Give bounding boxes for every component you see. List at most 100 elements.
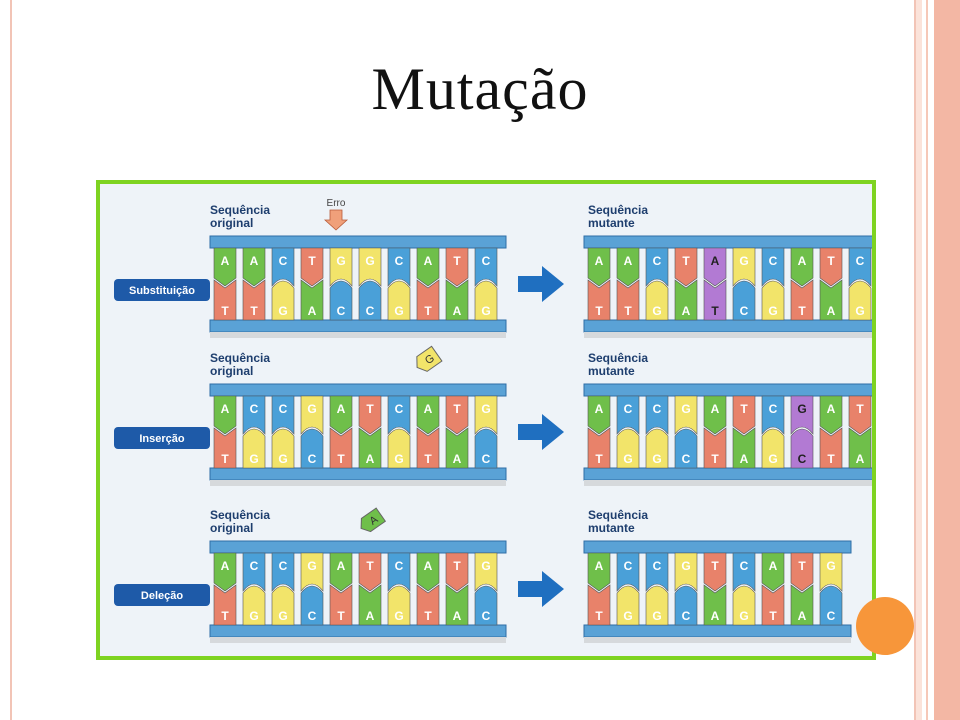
substituicao-original-backbone-bottom <box>209 319 507 333</box>
delecao-original-base-top-letter: A <box>221 559 230 573</box>
substituicao-mutant-base-bottom-letter: G <box>855 304 864 318</box>
insercao-mutant-base-bottom <box>645 428 669 469</box>
insercao-mutant-base-top <box>587 395 611 435</box>
substituicao-original-base-top <box>242 247 266 287</box>
delecao-row-label-box <box>114 584 210 606</box>
insercao-mutant-base-top <box>790 395 814 435</box>
delecao-mutant-base-top-letter: T <box>711 559 719 573</box>
mutation-diagram: SequênciaoriginalSequênciamutanteSubstit… <box>114 198 872 643</box>
delecao-mutant-base-top <box>587 552 611 592</box>
insercao-original-base-bottom <box>242 428 266 469</box>
insercao-mutant-base-bottom <box>587 427 611 469</box>
slide-title: Mutação <box>371 56 589 122</box>
insercao-mutant-base-bottom-letter: T <box>827 452 835 466</box>
delecao-original-base-bottom <box>445 584 469 626</box>
delecao-original-base-top <box>329 552 353 592</box>
insercao-original-base-bottom <box>300 428 324 469</box>
substituicao-mutant-base-top-letter: C <box>653 254 662 268</box>
substituicao-original-base-top-letter: T <box>453 254 461 268</box>
substituicao-original-base-bottom <box>416 279 440 321</box>
insercao-original-base-top <box>213 395 237 435</box>
substituicao-mutant-base-top <box>819 247 843 287</box>
insercao-mutant-base-top <box>674 395 698 435</box>
substituicao-mutant-base-top <box>761 247 785 287</box>
insercao-original-base-bottom <box>358 427 382 469</box>
insercao-mutant-base-top <box>616 395 640 435</box>
delecao-original-base-top-letter: C <box>279 559 288 573</box>
insercao-mutant-base-top-letter: G <box>681 402 690 416</box>
delecao-original-base-bottom-letter: C <box>308 609 317 623</box>
delecao-mutant-base-top <box>703 552 727 592</box>
substituicao-original-base-top-letter: T <box>308 254 316 268</box>
substituicao-mutant-base-top <box>790 247 814 287</box>
substituicao-original-base-bottom-letter: T <box>221 304 229 318</box>
substituicao-original-base-top <box>445 247 469 287</box>
substituicao-mutant-base-top-letter: A <box>624 254 633 268</box>
delecao-original-base-bottom-letter: G <box>394 609 403 623</box>
insercao-original-base-bottom <box>213 427 237 469</box>
delecao-mutant-base-bottom <box>790 584 814 626</box>
insercao-mutant-base-top <box>703 395 727 435</box>
delecao-original-base-top-letter: A <box>424 559 433 573</box>
insercao-original-base-top-letter: A <box>424 402 433 416</box>
delecao-mutant-base-bottom-letter: C <box>682 609 691 623</box>
insercao-mutant-base-bottom-letter: G <box>623 452 632 466</box>
insercao-original-base-bottom-letter: T <box>337 452 345 466</box>
substituicao-mutant-base-bottom <box>587 279 611 321</box>
delecao-original-base-top <box>300 552 324 592</box>
insercao-mutant-base-bottom-letter: A <box>740 452 749 466</box>
insercao-original-base-bottom <box>329 427 353 469</box>
insercao-original-base-top <box>387 395 411 435</box>
substituicao-original-base-bottom-letter: C <box>366 304 375 318</box>
substituicao-original-base-top <box>213 247 237 287</box>
insercao-arrow-icon <box>518 414 564 450</box>
substituicao-original-base-top <box>387 247 411 287</box>
substituicao-mutant-base-top-letter: G <box>739 254 748 268</box>
substituicao-mutant-base-bottom-letter: T <box>711 304 719 318</box>
insercao-mutant-base-bottom <box>819 427 843 469</box>
delecao-mutant-base-top <box>761 552 785 592</box>
substituicao-mutant-base-bottom-letter: T <box>624 304 632 318</box>
delecao-original-backbone-shadow <box>210 637 506 643</box>
insercao-mutant-base-bottom <box>616 428 640 469</box>
delecao-original-base-bottom-letter: A <box>453 609 462 623</box>
delecao-original-base-top <box>271 552 295 592</box>
decorative-right-band <box>916 0 960 720</box>
substituicao-original-base-bottom <box>213 279 237 321</box>
delecao-original-base-bottom <box>300 585 324 626</box>
insercao-original-base-top <box>358 395 382 435</box>
delecao-mutant-backbone-bottom <box>583 624 852 638</box>
delecao-mutant-base-bottom-letter: G <box>739 609 748 623</box>
insercao-mutant-base-bottom <box>790 428 814 469</box>
delecao-original-base-bottom <box>271 585 295 626</box>
substituicao-mutant-base-bottom <box>819 279 843 321</box>
delecao-mutant-base-bottom <box>732 585 756 626</box>
delecao-mutant-base-bottom-letter: A <box>798 609 807 623</box>
delecao-mutant-backbone-top <box>583 540 852 554</box>
delecao-original-base-bottom-letter: T <box>424 609 432 623</box>
substituicao-original-base-top <box>271 247 295 287</box>
insercao-label-original: original <box>210 364 253 378</box>
substituicao-original-base-top-letter: A <box>424 254 433 268</box>
insercao-mutant-base-top-letter: A <box>595 402 604 416</box>
delecao-label-mutante: mutante <box>588 521 635 535</box>
delecao-mutant-base-top-letter: A <box>769 559 778 573</box>
insercao-mutant-base-top <box>732 395 756 435</box>
insercao-original-base-bottom-letter: G <box>394 452 403 466</box>
substituicao-original-base-bottom-letter: T <box>424 304 432 318</box>
insercao-mutant-base-bottom <box>732 427 756 469</box>
substituicao-mutant-base-top-letter: A <box>711 254 720 268</box>
insercao-original-base-bottom-letter: A <box>366 452 375 466</box>
insercao-original-base-bottom <box>271 428 295 469</box>
substituicao-label-mutante: mutante <box>588 216 635 230</box>
delecao-label-original: Sequência <box>210 508 270 522</box>
substituicao-mutant-base-bottom <box>616 279 640 321</box>
delecao-original-base-bottom <box>416 584 440 626</box>
substituicao-label-mutante: Sequência <box>588 203 648 217</box>
delecao-mutant-base-top-letter: T <box>798 559 806 573</box>
insercao-original-base-top <box>329 395 353 435</box>
insercao-original-base-bottom-letter: T <box>424 452 432 466</box>
decorative-orange-circle <box>856 597 914 655</box>
substituicao-mutant-backbone-bottom <box>583 319 872 333</box>
substituicao-mutant-base-top <box>674 247 698 287</box>
